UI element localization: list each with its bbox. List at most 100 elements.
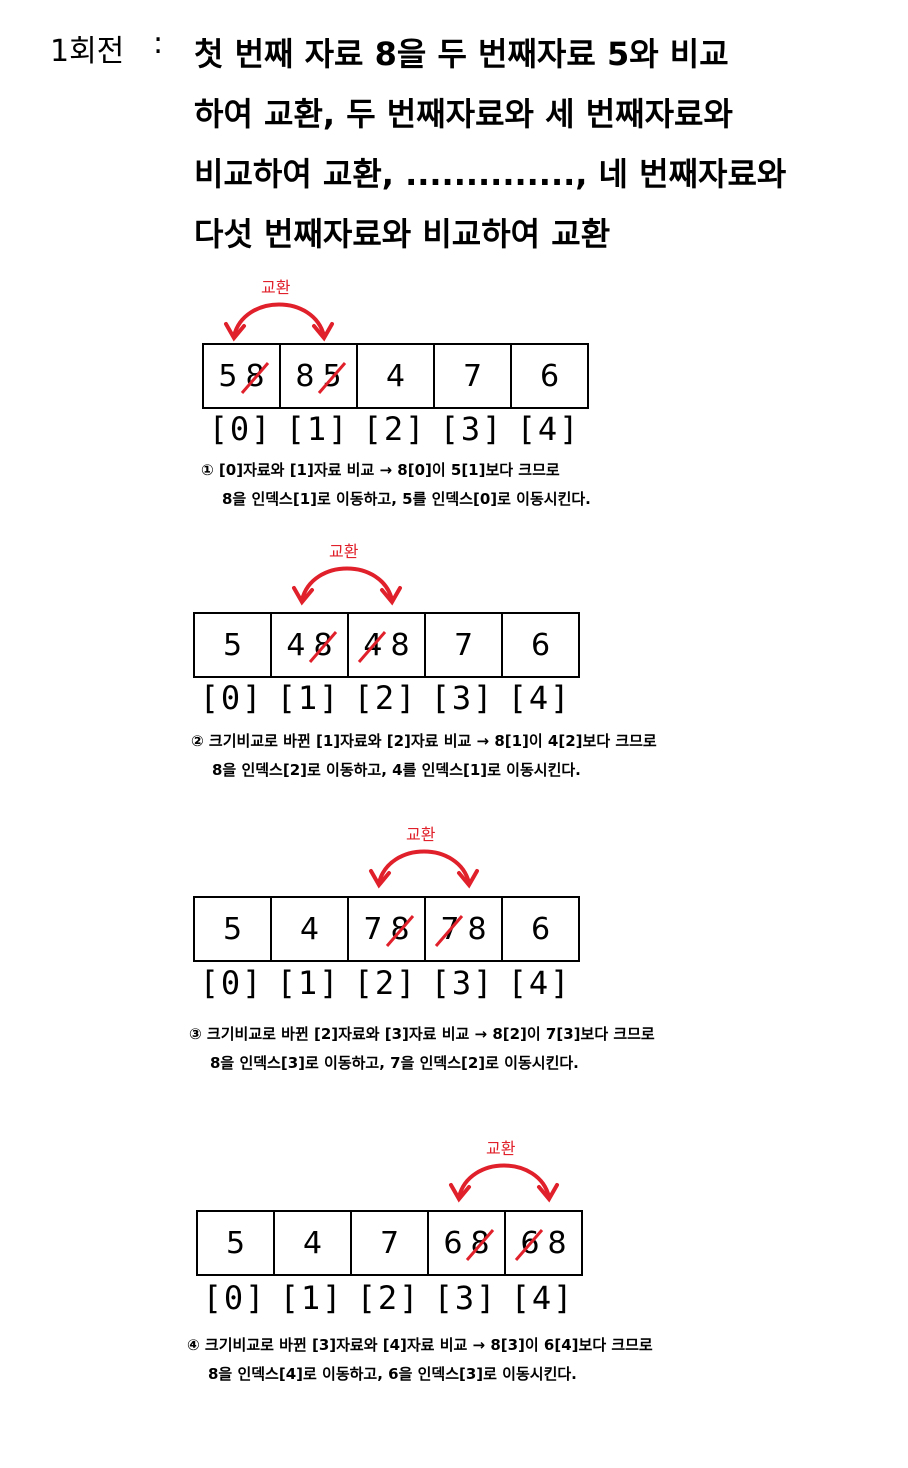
- array-cell: 48: [349, 614, 426, 676]
- swap-label: 교환: [261, 278, 291, 297]
- step-caption: ① [0]자료와 [1]자료 비교 → 8[0]이 5[1]보다 크므로 8을 인…: [201, 456, 591, 514]
- cell-values: 4: [386, 359, 405, 394]
- array-cell: 4: [272, 898, 349, 960]
- index-label: [2]: [353, 964, 418, 1002]
- cell-value: 5: [222, 627, 243, 663]
- cell-values: 58: [218, 358, 269, 394]
- heading-line: 다섯 번째자료와 비교하여 교환: [194, 215, 611, 253]
- cell-values: 6: [531, 912, 550, 947]
- cell-value: 8: [240, 359, 269, 394]
- cell-values: 7: [380, 1226, 399, 1261]
- cell-value: 8: [385, 912, 414, 947]
- cell-value: 5: [225, 1225, 246, 1261]
- cell-values: 85: [295, 358, 346, 394]
- array-cell: 5: [195, 614, 272, 676]
- cell-values: 78: [435, 911, 487, 947]
- array-cell: 4: [275, 1212, 352, 1274]
- cell-value: 8: [467, 911, 487, 947]
- index-row: [0][1][2][3][4]: [193, 679, 578, 717]
- cell-values: 48: [286, 627, 337, 663]
- heading-line: 비교하여 교환, .............., 네 번째자료와: [194, 155, 787, 193]
- cell-value: 8: [295, 358, 315, 394]
- swap-label: 교환: [406, 825, 436, 844]
- array-cell: 7: [426, 614, 503, 676]
- index-label: [2]: [353, 679, 418, 717]
- cell-value: 7: [435, 912, 464, 947]
- caption-line: 8을 인덱스[4]로 이동하고, 6을 인덱스[3]로 이동시킨다.: [208, 1365, 577, 1383]
- index-label: [0]: [202, 1279, 267, 1317]
- swap-arrow: [292, 566, 402, 606]
- array-cell: 78: [349, 898, 426, 960]
- caption-line: 8을 인덱스[1]로 이동하고, 5를 인덱스[0]로 이동시킨다.: [222, 490, 591, 508]
- index-label: [0]: [199, 679, 264, 717]
- cell-value: 6: [539, 358, 560, 394]
- cell-value: 8: [308, 628, 337, 663]
- index-label: [4]: [516, 410, 581, 448]
- swap-arrow: [449, 1163, 559, 1203]
- cell-value: 6: [530, 627, 551, 663]
- array-box: 5 4 7 68 68: [196, 1210, 583, 1276]
- index-label: [3]: [430, 679, 495, 717]
- array-cell: 6: [503, 614, 578, 676]
- index-row: [0][1][2][3][4]: [193, 964, 578, 1002]
- cell-values: 4: [303, 1226, 322, 1261]
- cell-values: 4: [300, 912, 319, 947]
- caption-line: ① [0]자료와 [1]자료 비교 → 8[0]이 5[1]보다 크므로: [201, 461, 560, 479]
- array-cell: 7: [435, 345, 512, 407]
- cell-value: 5: [218, 358, 238, 394]
- cell-value: 4: [358, 628, 387, 663]
- cell-values: 48: [358, 628, 410, 663]
- cell-values: 78: [363, 912, 414, 947]
- heading-colon: :: [153, 26, 164, 61]
- cell-value: 4: [286, 627, 306, 663]
- index-label: [3]: [433, 1279, 498, 1317]
- swap-label: 교환: [329, 542, 359, 561]
- array-box: 5885476: [202, 343, 589, 409]
- array-cell: 78: [426, 898, 503, 960]
- cell-values: 7: [454, 628, 473, 663]
- array-cell: 48: [272, 614, 349, 676]
- swap-arrow: [369, 849, 479, 889]
- caption-line: ③ 크기비교로 바뀐 [2]자료와 [3]자료 비교 → 8[2]이 7[3]보…: [189, 1025, 655, 1043]
- cell-values: 5: [226, 1226, 245, 1261]
- index-label: [2]: [362, 410, 427, 448]
- index-label: [3]: [439, 410, 504, 448]
- index-label: [1]: [276, 964, 341, 1002]
- strike-mark: [385, 914, 414, 947]
- strike-mark: [358, 630, 387, 663]
- cell-value: 6: [530, 911, 551, 947]
- index-row: [0][1][2][3][4]: [196, 1279, 581, 1317]
- heading-line: 첫 번째 자료 8을 두 번째자료 5와 비교: [194, 35, 729, 73]
- caption-line: ④ 크기비교로 바뀐 [3]자료와 [4]자료 비교 → 8[3]이 6[4]보…: [187, 1336, 653, 1354]
- cell-value: 7: [379, 1225, 400, 1261]
- strike-mark: [515, 1228, 544, 1261]
- step-caption: ③ 크기비교로 바뀐 [2]자료와 [3]자료 비교 → 8[2]이 7[3]보…: [189, 1020, 655, 1078]
- cell-value: 7: [462, 358, 483, 394]
- index-label: [4]: [507, 964, 572, 1002]
- array-cell: 5: [195, 898, 272, 960]
- strike-mark: [435, 914, 464, 947]
- cell-value: 5: [317, 359, 346, 394]
- cell-value: 5: [222, 911, 243, 947]
- index-label: [4]: [507, 679, 572, 717]
- strike-mark: [240, 361, 269, 394]
- cell-value: 8: [465, 1226, 494, 1261]
- array-cell: 4: [358, 345, 435, 407]
- cell-values: 7: [463, 359, 482, 394]
- heading-label: 1회전: [50, 34, 125, 69]
- array-cell: 5: [198, 1212, 275, 1274]
- array-cell: 68: [506, 1212, 581, 1274]
- cell-values: 5: [223, 628, 242, 663]
- strike-mark: [308, 630, 337, 663]
- index-label: [1]: [285, 410, 350, 448]
- index-label: [1]: [279, 1279, 344, 1317]
- heading-line: 하여 교환, 두 번째자료와 세 번째자료와: [194, 95, 733, 133]
- array-cell: 58: [204, 345, 281, 407]
- cell-value: 4: [385, 358, 406, 394]
- array-cell: 6: [503, 898, 578, 960]
- array-box: 5484876: [193, 612, 580, 678]
- strike-mark: [465, 1228, 494, 1261]
- cell-values: 5: [223, 912, 242, 947]
- array-box: 5478786: [193, 896, 580, 962]
- cell-value: 6: [443, 1225, 463, 1261]
